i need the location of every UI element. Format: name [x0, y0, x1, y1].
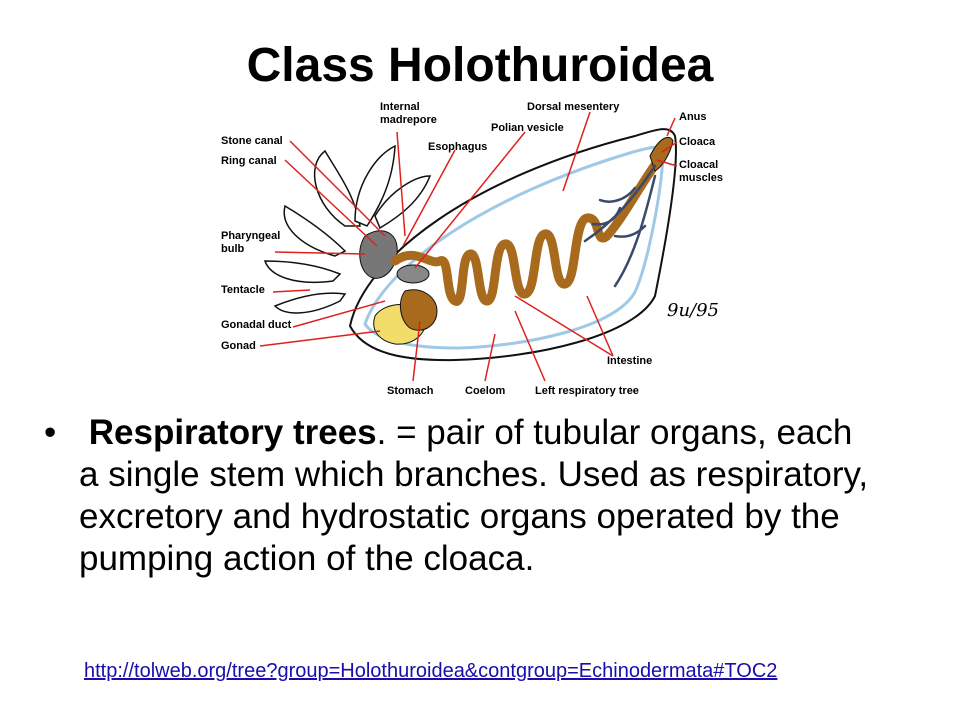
pharyngeal-bulb-shape — [359, 230, 398, 279]
pointer-pharyngeal-bulb — [274, 251, 366, 255]
label-esophagus: Esophagus — [428, 141, 487, 153]
respiratory-tree-shape — [583, 164, 657, 288]
artist-signature: 9u/95 — [667, 300, 719, 321]
slide-title: Class Holothuroidea — [246, 39, 714, 92]
label-internal-madrepore-1: Internal — [380, 101, 420, 113]
tentacle-3 — [283, 204, 347, 257]
pointer-coelom — [484, 333, 496, 382]
label-cloaca: Cloaca — [679, 136, 716, 148]
pointer-polian-vesicle — [414, 131, 526, 269]
bullet-text: Respiratory trees. = pair of tubular org… — [79, 412, 879, 580]
pointer-gonadal-duct — [292, 300, 386, 328]
pointer-intestine-1 — [514, 295, 614, 357]
label-anus: Anus — [679, 111, 707, 123]
pointer-intestine-2 — [586, 295, 614, 357]
label-dorsal-mesentery: Dorsal mesentery — [527, 101, 620, 113]
pointer-stone-canal — [289, 140, 386, 237]
bullet-term: Respiratory trees — [88, 413, 377, 452]
cloaca-shape — [649, 136, 674, 172]
pointer-anus — [666, 117, 676, 137]
pointer-stomach — [412, 320, 421, 382]
tentacles — [263, 144, 432, 314]
label-gonadal-duct: Gonadal duct — [221, 319, 292, 331]
label-gonad: Gonad — [221, 340, 256, 352]
bullet-definition: . = pair of tubular organs, each a singl… — [79, 413, 869, 578]
label-left-respiratory-tree: Left respiratory tree — [535, 385, 639, 397]
label-stone-canal: Stone canal — [221, 135, 283, 147]
holothurian-anatomy-diagram: Internal madrepore Dorsal mesentery Anus… — [221, 101, 723, 397]
tentacle-2 — [354, 144, 396, 227]
pointer-ring-canal — [284, 159, 378, 247]
label-pointer-lines — [259, 111, 678, 382]
pointer-cloacal-muscles — [656, 159, 678, 167]
label-internal-madrepore-2: madrepore — [380, 114, 437, 126]
polian-vesicle-shape — [396, 264, 430, 284]
tentacle-4 — [263, 260, 342, 284]
label-cloacal-muscles-2: muscles — [679, 172, 723, 184]
label-polian-vesicle: Polian vesicle — [491, 122, 564, 134]
label-cloacal-muscles-1: Cloacal — [679, 159, 718, 171]
label-intestine: Intestine — [607, 355, 652, 367]
pointer-gonad — [259, 330, 381, 347]
stomach-shape — [399, 289, 438, 331]
pointer-left-respiratory-tree — [514, 310, 546, 382]
label-stomach: Stomach — [387, 385, 434, 397]
source-link[interactable]: http://tolweb.org/tree?group=Holothuroid… — [84, 660, 778, 682]
label-pharyngeal-bulb-1: Pharyngeal — [221, 230, 280, 242]
pointer-dorsal-mesentery — [562, 111, 591, 192]
label-tentacle: Tentacle — [221, 284, 265, 296]
label-coelom: Coelom — [465, 385, 506, 397]
pointer-esophagus — [402, 149, 456, 247]
pointer-internal-madrepore — [396, 131, 406, 237]
label-pharyngeal-bulb-2: bulb — [221, 243, 244, 255]
pointer-cloaca — [661, 141, 678, 153]
coelom-cavity — [363, 145, 665, 350]
tentacle-5 — [273, 292, 347, 314]
intestine-shape — [390, 149, 668, 306]
pointer-tentacle — [272, 289, 311, 293]
bullet-marker: • — [44, 413, 57, 452]
label-ring-canal: Ring canal — [221, 155, 277, 167]
